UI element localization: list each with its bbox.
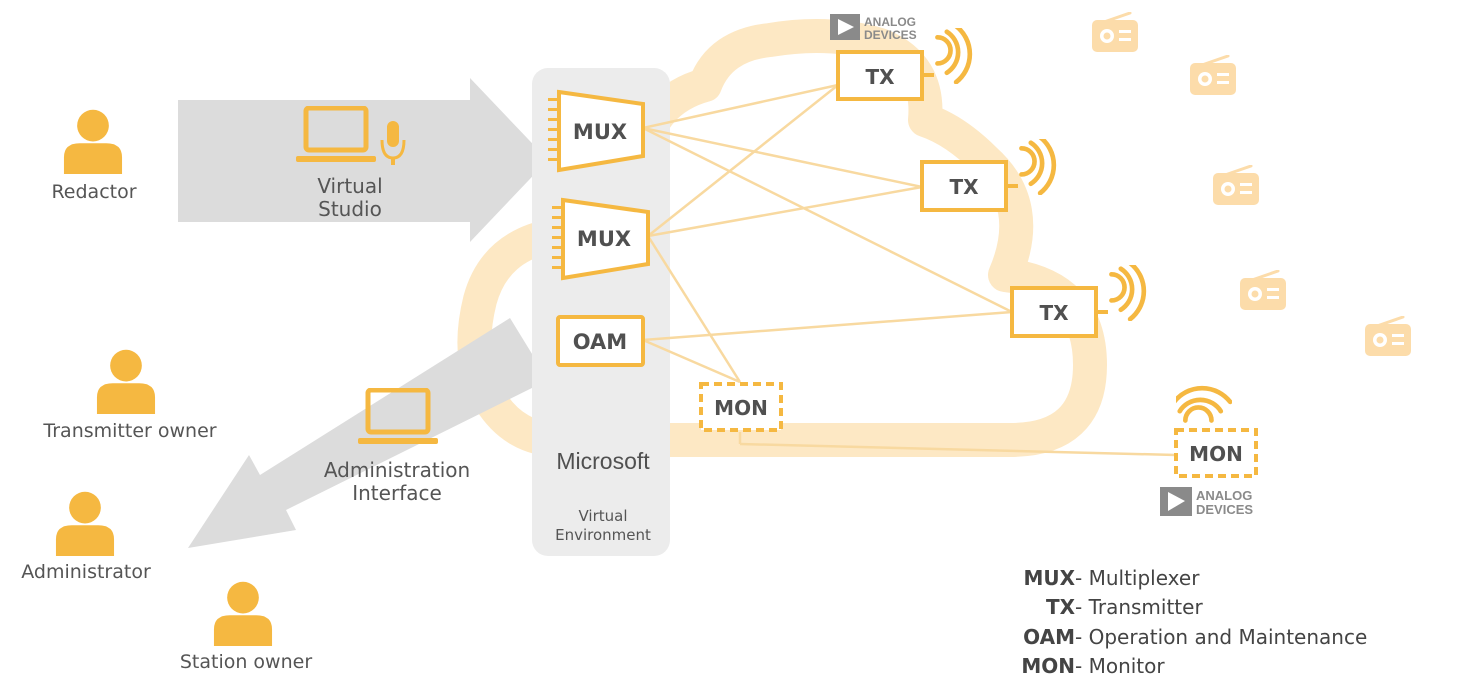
legend-abbr-mux: MUX — [1023, 566, 1075, 590]
person-icon-station-owner — [213, 581, 273, 646]
legend-desc-mon: - Monitor — [1075, 654, 1165, 678]
transmitter-owner-label: Transmitter owner — [42, 420, 216, 442]
person-icon-transmitter-owner — [96, 349, 156, 414]
legend-desc-oam: - Operation and Maintenance — [1075, 625, 1367, 649]
microsoft-brand: Microsoft — [556, 448, 650, 474]
oam-label: OAM — [573, 330, 627, 354]
studio-label-line2: Studio — [318, 197, 382, 221]
microphone-icon — [380, 121, 406, 165]
mon-node-cloud: MON — [699, 382, 783, 432]
mux-node-2: MUX — [552, 197, 650, 281]
mon-label-field: MON — [1189, 442, 1243, 466]
studio-label-line1: Virtual — [317, 174, 382, 198]
connection-lines — [642, 83, 1177, 457]
svg-text:ANALOG: ANALOG — [864, 15, 916, 29]
tx-label-3: TX — [1039, 301, 1069, 325]
oam-node: OAM — [556, 315, 645, 367]
wifi-signal-icon-mon — [1174, 388, 1230, 420]
legend-abbr-mon: MON — [1021, 654, 1075, 678]
legend: MUX - Multiplexer TX - Transmitter OAM -… — [1021, 566, 1367, 678]
mux-label-2: MUX — [577, 227, 631, 251]
tx-label-1: TX — [865, 65, 895, 89]
analog-devices-logo-top: ANALOG DEVICES — [830, 14, 917, 42]
mon-label-cloud: MON — [714, 396, 768, 420]
wifi-signal-icon-tx1 — [937, 26, 969, 82]
environment-label-line2: Environment — [555, 526, 651, 544]
mux-label-1: MUX — [573, 120, 627, 144]
svg-text:ANALOG: ANALOG — [1196, 488, 1252, 503]
tx-label-2: TX — [949, 175, 979, 199]
administrator-label: Administrator — [21, 561, 151, 583]
legend-abbr-oam: OAM — [1023, 625, 1075, 649]
radio-icon-2 — [1190, 55, 1236, 95]
radio-icon-5 — [1365, 316, 1411, 356]
station-owner-label: Station owner — [180, 651, 312, 673]
person-icon-administrator — [55, 491, 115, 556]
mon-node-field: MON — [1174, 428, 1258, 478]
radio-icon-4 — [1240, 270, 1286, 310]
legend-abbr-tx: TX — [1046, 595, 1076, 619]
mux-node-1: MUX — [548, 89, 645, 173]
admin-label-line2: Interface — [352, 481, 442, 505]
wifi-signal-icon-tx2 — [1021, 137, 1053, 193]
legend-desc-tx: - Transmitter — [1075, 595, 1203, 619]
tx-node-2: TX — [920, 160, 1018, 212]
wifi-signal-icon-tx3 — [1111, 263, 1143, 319]
radio-icon-1 — [1092, 12, 1138, 52]
admin-label-line1: Administration — [324, 458, 470, 482]
environment-label-line1: Virtual — [578, 507, 627, 525]
analog-devices-logo-bottom: ANALOG DEVICES — [1160, 487, 1253, 517]
tx-node-3: TX — [1010, 286, 1108, 338]
virtual-environment-panel — [532, 68, 670, 556]
legend-desc-mux: - Multiplexer — [1075, 566, 1200, 590]
cloud-shape — [457, 19, 1107, 457]
tx-node-1: TX — [836, 50, 934, 101]
person-icon-redactor — [63, 109, 123, 174]
radio-icon-3 — [1213, 165, 1259, 205]
redactor-label: Redactor — [51, 181, 136, 203]
svg-text:DEVICES: DEVICES — [864, 28, 917, 42]
svg-text:DEVICES: DEVICES — [1196, 502, 1253, 517]
